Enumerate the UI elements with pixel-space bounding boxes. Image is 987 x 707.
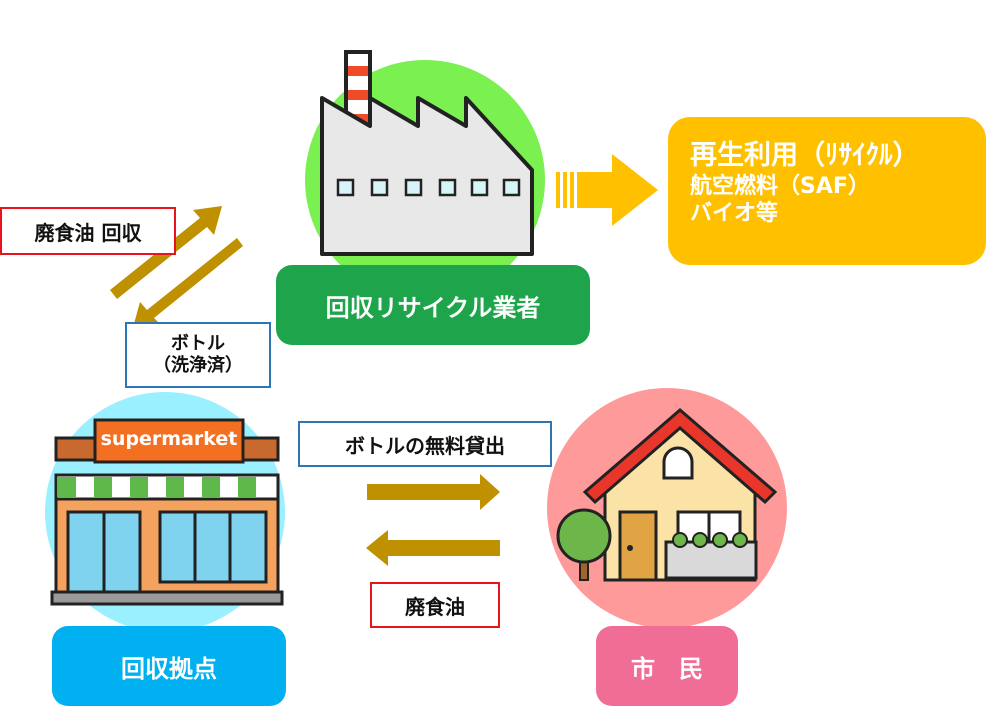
bottle-loan-arrow — [367, 474, 500, 510]
waste-oil-label: 廃食油 — [370, 582, 500, 628]
factory-icon — [320, 50, 534, 256]
supermarket-icon — [50, 418, 284, 606]
output-line-1: 再生利用（ﾘｻｲｸﾙ） — [690, 140, 920, 171]
recycle-output-box: 再生利用（ﾘｻｲｸﾙ） 航空燃料（SAF） バイオ等 — [668, 117, 986, 265]
bottle-washed-line-2: （洗浄済） — [153, 355, 243, 376]
recycler-label: 回収リサイクル業者 — [276, 265, 590, 345]
citizen-label: 市 民 — [596, 626, 738, 706]
bottle-washed-label: ボトル （洗浄済） — [125, 322, 271, 388]
bottle-washed-line-1: ボトル — [171, 333, 225, 355]
output-line-3: バイオ等 — [690, 201, 779, 227]
recycle-output-arrow — [556, 154, 658, 226]
house-icon — [556, 408, 778, 582]
collection-point-label: 回収拠点 — [52, 626, 286, 706]
bottle-return-arrow — [132, 238, 243, 331]
output-line-2: 航空燃料（SAF） — [690, 173, 870, 199]
bottle-free-loan-label: ボトルの無料貸出 — [298, 421, 552, 467]
store-sign-text: supermarket — [100, 428, 238, 450]
waste-oil-return-arrow — [366, 530, 500, 566]
waste-oil-collect-label: 廃食油 回収 — [0, 207, 176, 255]
